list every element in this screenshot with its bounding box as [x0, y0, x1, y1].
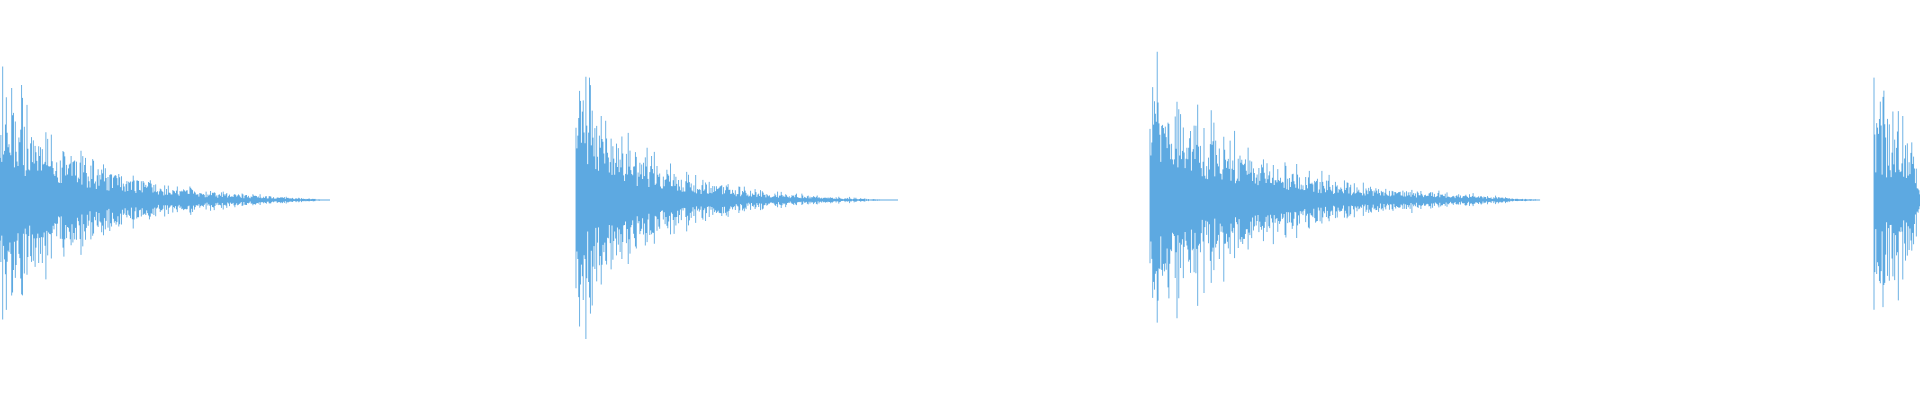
waveform-samples	[1149, 51, 1541, 323]
waveform-samples	[0, 66, 330, 320]
waveform-clip-3[interactable]	[1149, 51, 1541, 323]
waveform-clip-2[interactable]	[575, 76, 898, 339]
waveform-samples	[575, 76, 898, 339]
waveform-clip-4[interactable]	[1873, 77, 1920, 310]
waveform-samples	[1873, 77, 1920, 310]
waveform-clip-1[interactable]	[0, 66, 330, 320]
